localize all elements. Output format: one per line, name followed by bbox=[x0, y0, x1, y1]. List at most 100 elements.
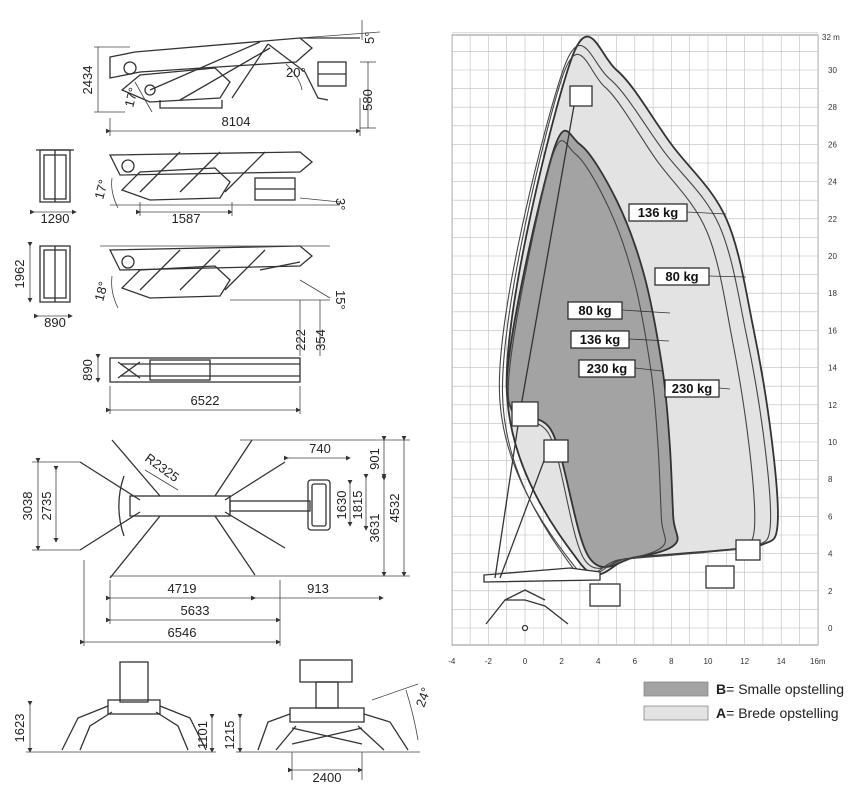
top-outrigger-drawing: 740 R2325 3038 2735 1630 1815 901 3631 4… bbox=[20, 436, 410, 646]
angle-17b: 17° bbox=[91, 178, 111, 201]
front-narrow-drawing: 1623 1101 bbox=[12, 661, 216, 753]
lift-top-view bbox=[109, 357, 301, 383]
label-230kg-wide: 230 kg bbox=[672, 381, 713, 396]
dim-740: 740 bbox=[309, 441, 331, 456]
y-tick-label: 20 bbox=[828, 252, 837, 261]
label-230kg-narrow: 230 kg bbox=[587, 361, 628, 376]
label-136kg-narrow: 136 kg bbox=[580, 332, 621, 347]
dim-2434: 2434 bbox=[80, 66, 95, 95]
dim-2735: 2735 bbox=[39, 492, 54, 521]
x-tick-label: 12 bbox=[740, 657, 749, 666]
dim-1290: 1290 bbox=[41, 211, 70, 226]
side-transport-drawing: 2434 8104 5° 20° 17° 580 bbox=[80, 20, 381, 136]
lift-side-view-2 bbox=[108, 151, 314, 201]
angle-5: 5° bbox=[362, 32, 377, 44]
dim-2400: 2400 bbox=[313, 770, 342, 785]
angle-24: 24° bbox=[413, 685, 434, 709]
y-tick-label: 12 bbox=[828, 401, 837, 410]
radius-r2325: R2325 bbox=[142, 450, 182, 485]
dim-4532: 4532 bbox=[387, 494, 402, 523]
envelope-narrow-area bbox=[505, 129, 679, 568]
x-tick-label: 4 bbox=[596, 657, 601, 666]
load-label-wide-230: 230 kg bbox=[664, 379, 731, 398]
legend-text-narrow: = Smalle opstelling bbox=[726, 681, 844, 697]
dim-6546: 6546 bbox=[168, 625, 197, 640]
angle-15: 15° bbox=[333, 290, 348, 310]
side-folded-dim-lines bbox=[110, 177, 341, 216]
load-label-narrow-80: 80 kg bbox=[567, 301, 671, 320]
envelope-contours bbox=[498, 44, 772, 577]
x-tick-label: -2 bbox=[485, 657, 493, 666]
x-tick-label: 14 bbox=[777, 657, 786, 666]
lift-side-view-1 bbox=[109, 37, 360, 109]
outrigger-dim-lines bbox=[32, 436, 410, 646]
front-wide-lift bbox=[257, 659, 409, 751]
dim-1962: 1962 bbox=[12, 260, 27, 289]
front-view-small-2 bbox=[39, 245, 71, 303]
angle-20: 20° bbox=[286, 65, 306, 80]
load-label-wide-80: 80 kg bbox=[654, 267, 747, 286]
x-tick-label: 8 bbox=[669, 657, 674, 666]
dim-6522: 6522 bbox=[191, 393, 220, 408]
dim-901: 901 bbox=[367, 448, 382, 470]
x-tick-label: 6 bbox=[633, 657, 638, 666]
angle-17: 17° bbox=[121, 86, 141, 109]
dim-3038: 3038 bbox=[20, 492, 35, 521]
x-tick-label: 0 bbox=[523, 657, 528, 666]
angle-3: 3° bbox=[333, 198, 348, 210]
load-label-narrow-136: 136 kg bbox=[570, 330, 670, 349]
legend-key-a: A bbox=[716, 705, 726, 721]
y-tick-label: 8 bbox=[828, 475, 833, 484]
dim-222: 222 bbox=[293, 329, 308, 351]
legend-text-wide: = Brede opstelling bbox=[726, 705, 838, 721]
label-80kg-wide: 80 kg bbox=[665, 269, 698, 284]
x-unit-label: 16m bbox=[810, 657, 826, 666]
dim-3631: 3631 bbox=[367, 514, 382, 543]
front-view-small-1 bbox=[36, 149, 74, 203]
y-tick-label: 30 bbox=[828, 66, 837, 75]
dim-913: 913 bbox=[307, 581, 329, 596]
dim-8104: 8104 bbox=[222, 114, 251, 129]
y-unit-label: 32 m bbox=[822, 33, 840, 42]
y-tick-label: 0 bbox=[828, 624, 833, 633]
label-80kg-narrow: 80 kg bbox=[578, 303, 611, 318]
dim-890a: 890 bbox=[44, 315, 66, 330]
dim-4719: 4719 bbox=[168, 581, 197, 596]
dim-5633: 5633 bbox=[181, 603, 210, 618]
dim-1623: 1623 bbox=[12, 714, 27, 743]
lift-chart-silhouette bbox=[483, 85, 761, 632]
y-tick-label: 18 bbox=[828, 289, 837, 298]
legend-swatch-wide bbox=[643, 705, 709, 721]
dim-580: 580 bbox=[360, 89, 375, 111]
load-label-narrow-230: 230 kg bbox=[578, 359, 663, 378]
dim-1587: 1587 bbox=[172, 211, 201, 226]
front-narrow-lift bbox=[61, 661, 207, 751]
y-tick-label: 14 bbox=[828, 364, 837, 373]
legend: B= Smalle opstelling A= Brede opstelling bbox=[643, 681, 844, 721]
angle-18: 18° bbox=[91, 280, 111, 303]
legend-item-wide: A= Brede opstelling bbox=[643, 705, 839, 721]
load-label-wide-136: 136 kg bbox=[628, 203, 727, 222]
svg-text:A= Brede opstelling: A= Brede opstelling bbox=[716, 705, 839, 721]
dim-890b: 890 bbox=[80, 359, 95, 381]
y-tick-label: 28 bbox=[828, 103, 837, 112]
dim-1630: 1630 bbox=[334, 491, 349, 520]
x-tick-label: -4 bbox=[448, 657, 456, 666]
y-tick-label: 10 bbox=[828, 438, 837, 447]
y-tick-label: 22 bbox=[828, 215, 837, 224]
dim-354: 354 bbox=[313, 329, 328, 351]
svg-text:B= Smalle opstelling: B= Smalle opstelling bbox=[716, 681, 844, 697]
y-tick-label: 24 bbox=[828, 178, 837, 187]
side-stairs-dim-lines bbox=[100, 245, 331, 356]
lift-side-view-3 bbox=[108, 245, 314, 299]
legend-key-b: B bbox=[716, 681, 726, 697]
legend-item-narrow: B= Smalle opstelling bbox=[643, 681, 844, 697]
dim-1815: 1815 bbox=[350, 491, 365, 520]
x-tick-label: 10 bbox=[704, 657, 713, 666]
label-136kg-wide: 136 kg bbox=[638, 205, 679, 220]
side-stairs-drawing: 1962 890 18° 15° 222 354 bbox=[12, 242, 348, 356]
outrigger-top-view bbox=[79, 439, 331, 579]
